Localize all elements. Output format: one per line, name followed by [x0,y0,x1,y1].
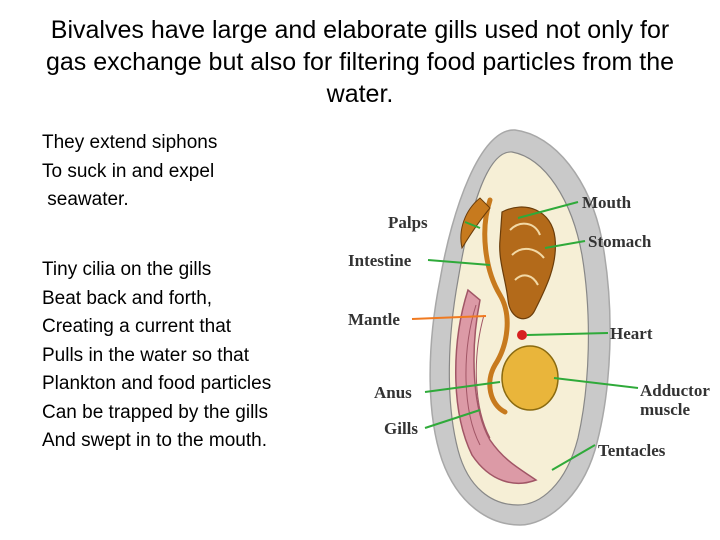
text-line: To suck in and expel [42,160,215,182]
label-intestine: Intestine [348,251,412,270]
mantle-leader [411,315,487,320]
label-stomach: Stomach [588,232,652,251]
siphon-paragraph: They extend siphons To suck in and expel… [42,129,342,215]
slide-title: Bivalves have large and elaborate gills … [45,16,675,108]
adductor-leader [553,377,639,389]
tentacles-leader [551,444,596,471]
label-tentacles: Tentacles [598,441,666,460]
label-mantle: Mantle [348,310,400,329]
cilia-paragraph: Tiny cilia on the gills Beat back and fo… [42,256,342,456]
intestine-leader [427,259,491,266]
stomach [499,206,557,320]
mouth-leader [517,201,579,219]
text-line: Can be trapped by the gills [42,401,269,423]
text-line: They extend siphons [42,132,218,153]
text-line: seawater. [42,189,129,210]
anus-leader [424,381,501,393]
gills-leader [424,409,481,429]
gill-lamellae [465,304,491,446]
label-gills: Gills [384,419,418,438]
text-line: And swept in to the mouth. [42,430,267,451]
heart [517,330,527,340]
label-heart: Heart [610,324,653,343]
text-line: Creating a current that [42,316,232,337]
palps [460,197,491,250]
label-mouth: Mouth [582,193,632,212]
label-palps: Palps [388,213,428,232]
heart-leader [526,332,609,336]
digestive-gland-pattern [509,222,545,286]
bivalve-anatomy-diagram: Palps Intestine Mantle Anus Gills Mouth … [348,129,710,526]
text-line: Tiny cilia on the gills [42,259,212,280]
text-line: Plankton and food particles [42,373,272,394]
text-line: Beat back and forth, [42,287,213,309]
label-muscle: muscle [640,400,691,419]
intestine-coil [482,197,510,415]
label-anus: Anus [374,383,412,402]
label-adductor: Adductor [640,381,710,400]
text-line: Pulls in the water so that [42,344,249,366]
palps-leader [464,221,481,229]
stomach-leader [544,240,586,249]
adductor-muscle [501,345,559,411]
